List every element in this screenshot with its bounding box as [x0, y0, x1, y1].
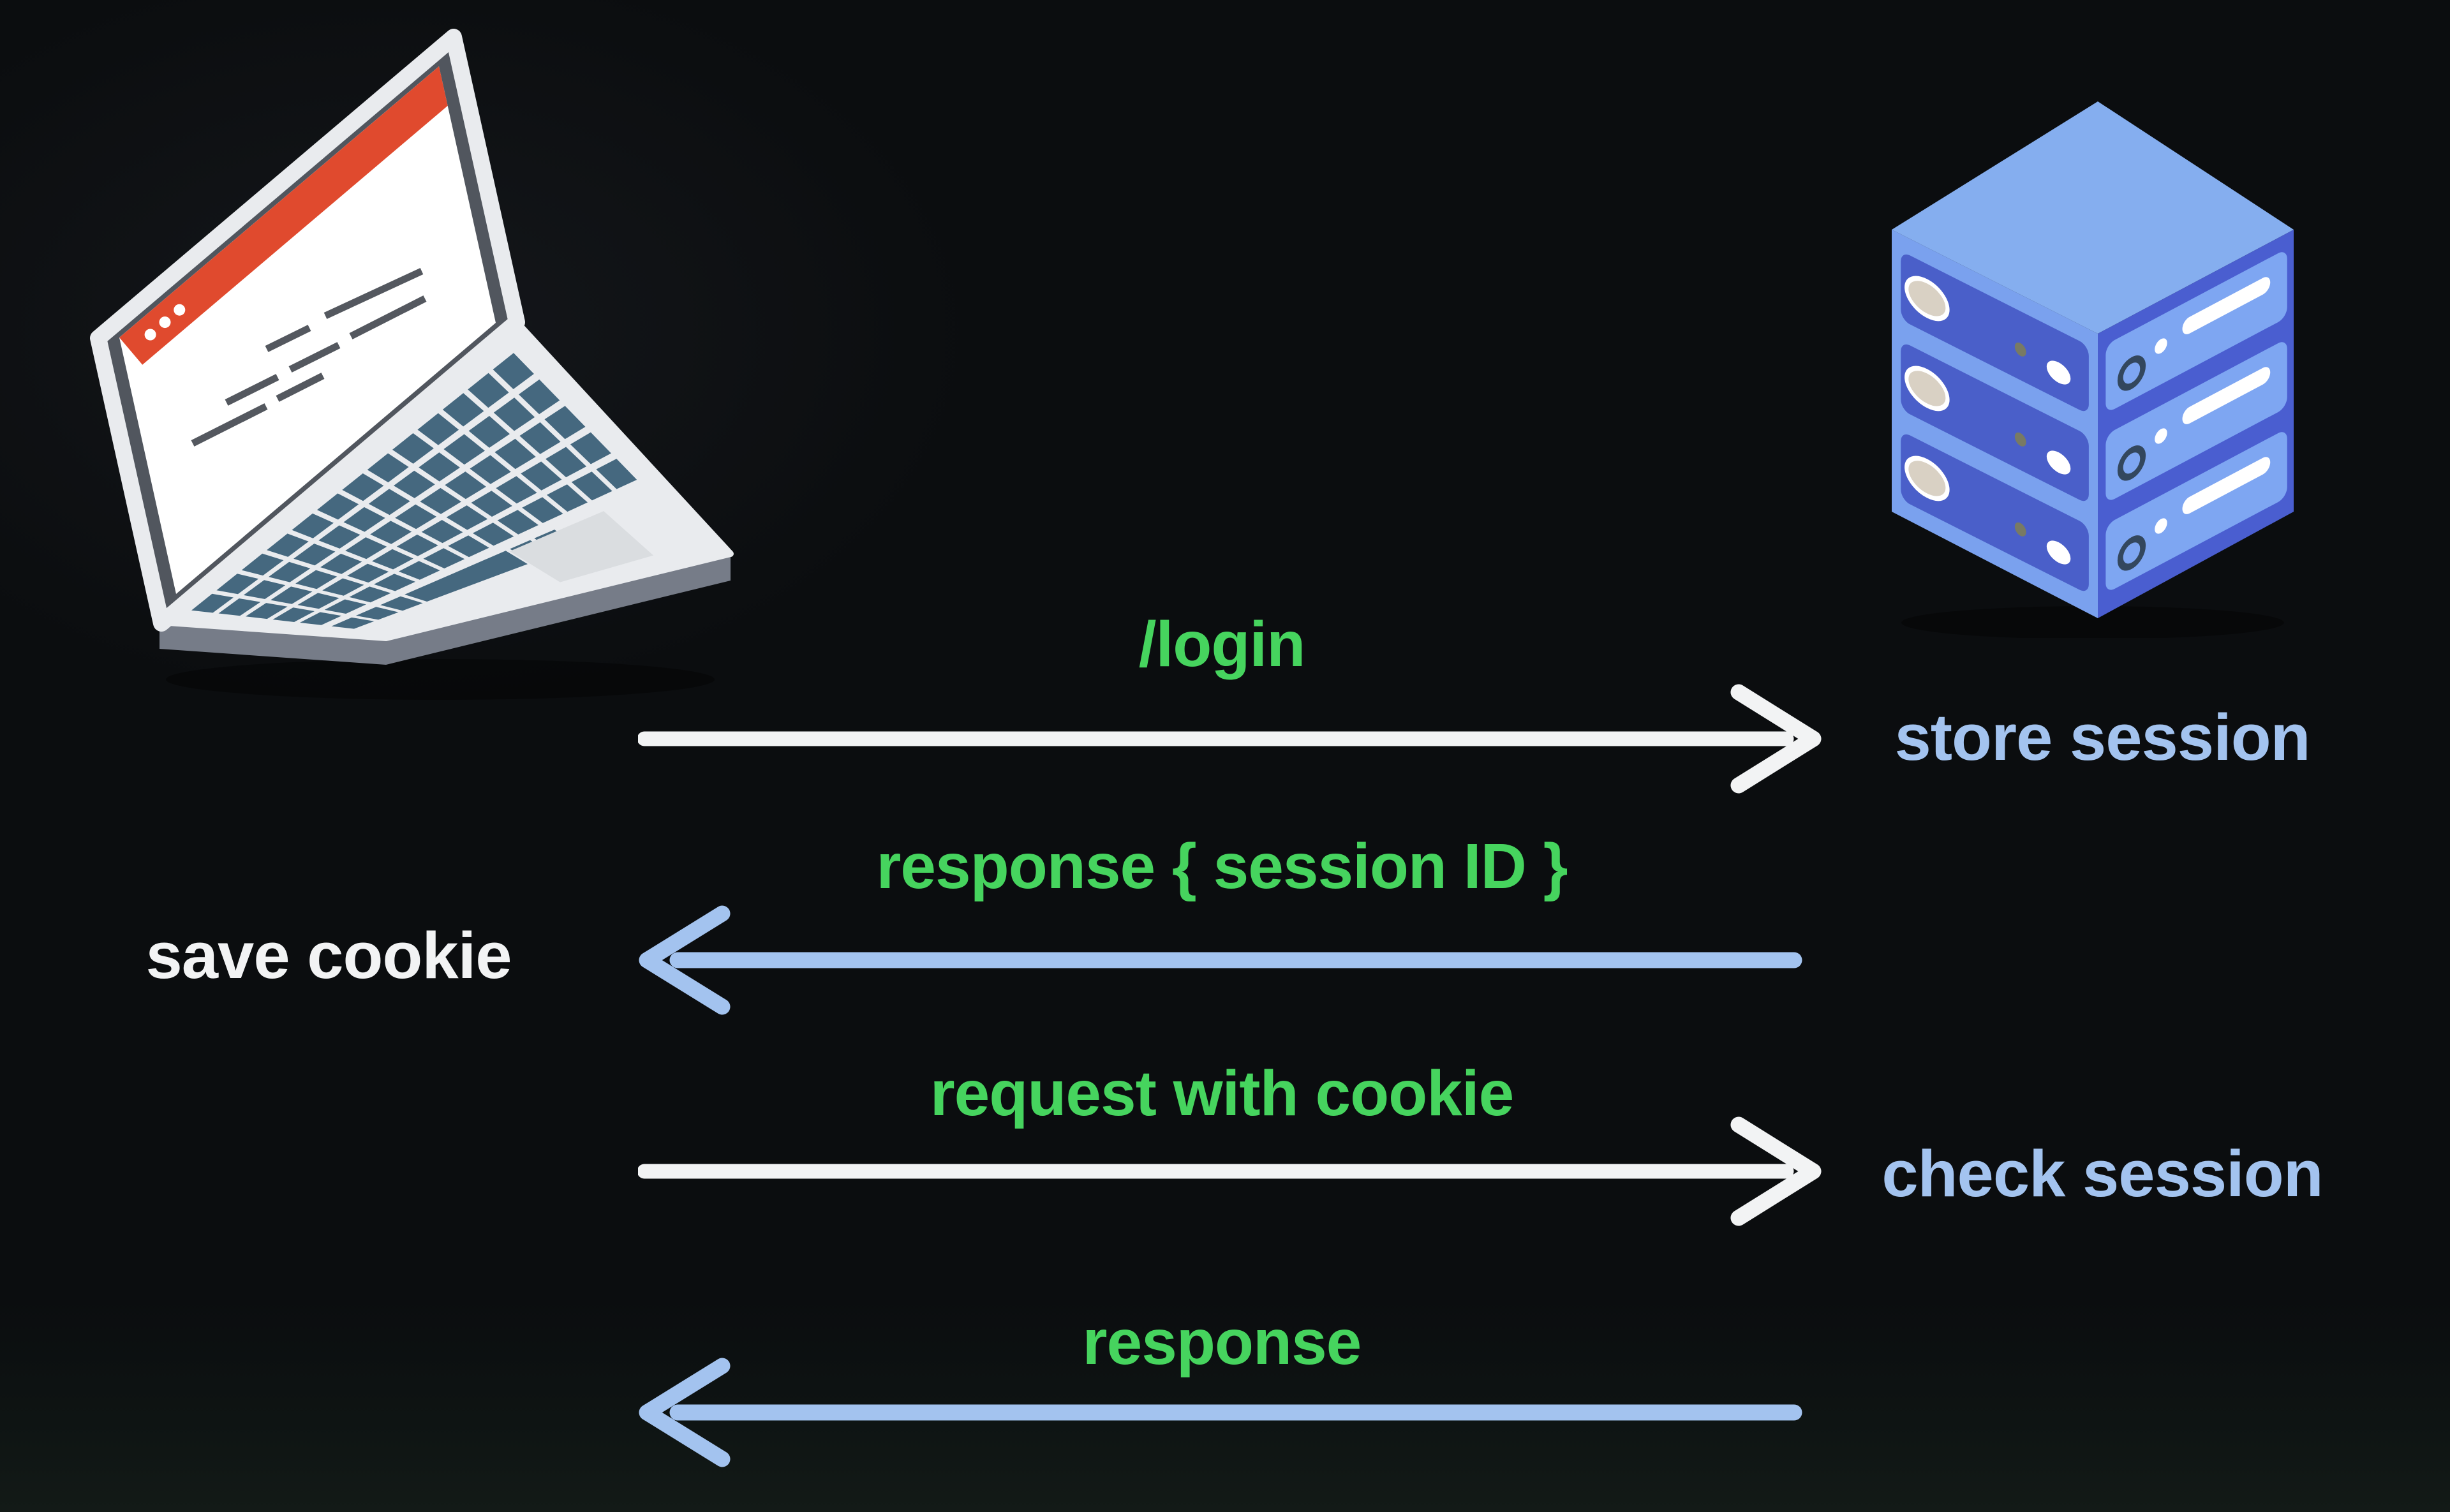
server-icon — [1892, 101, 2294, 638]
arrow-right-icon — [638, 1116, 1822, 1226]
server-right-units — [2105, 252, 2287, 590]
arrow-left-icon — [639, 905, 1802, 1015]
server-left-units — [1901, 254, 2089, 591]
window-dot-icon — [159, 316, 171, 329]
screen-text-lines — [191, 268, 427, 447]
window-dot-icon — [144, 329, 156, 341]
arrow-left-icon — [639, 1358, 1802, 1467]
arrow-right-icon — [638, 684, 1822, 794]
server-note-store-session: store session — [1894, 700, 2310, 774]
message-label-request-with-cookie: request with cookie — [930, 1058, 1515, 1129]
message-label-login: /login — [1138, 609, 1306, 680]
message-label-response-session-id: response { session ID } — [876, 831, 1568, 902]
message-label-response: response — [1082, 1307, 1362, 1378]
laptop-keyboard — [191, 353, 654, 629]
window-dot-icon — [174, 304, 186, 316]
client-note-save-cookie: save cookie — [145, 919, 512, 992]
laptop-icon — [90, 29, 734, 700]
server-note-check-session: check session — [1882, 1137, 2323, 1210]
browser-titlebar — [119, 66, 463, 365]
